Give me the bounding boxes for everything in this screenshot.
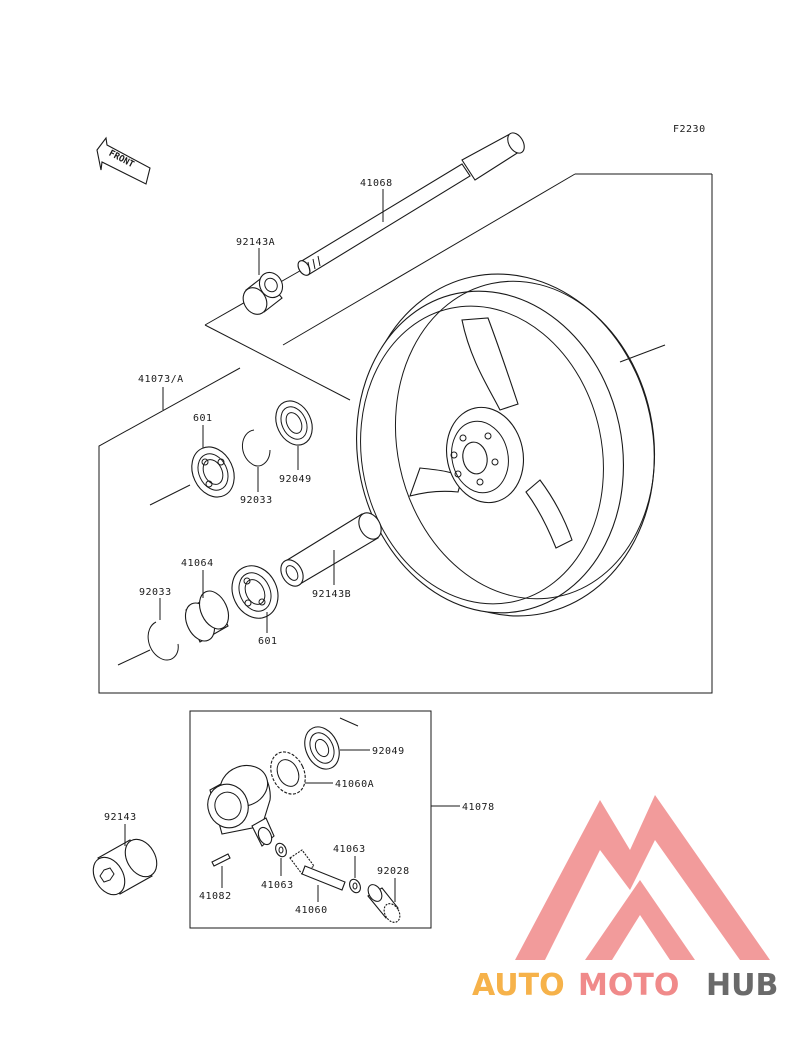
part-label-41073a: 41073/A	[138, 374, 184, 385]
figure-code: F2230	[673, 124, 706, 135]
part-label-41063-right: 41063	[333, 844, 366, 855]
part-label-92049-top: 92049	[279, 474, 312, 485]
part-label-92049-bottom: 92049	[372, 746, 405, 757]
part-label-41060a: 41060A	[335, 779, 374, 790]
collar-92143a	[242, 248, 284, 315]
part-label-92028: 92028	[377, 866, 410, 877]
circlip-92033-top	[242, 429, 271, 492]
svg-text:AUTO: AUTO	[472, 968, 565, 1003]
part-label-92143a: 92143A	[236, 237, 275, 248]
part-label-41060: 41060	[295, 905, 328, 916]
front-arrow-icon: FRONT	[96, 136, 151, 185]
watermark-logo	[515, 795, 770, 960]
bearing-601-top	[149, 425, 235, 506]
part-label-41082: 41082	[199, 891, 232, 902]
spacer-41064	[184, 570, 230, 643]
washer-41063-right	[349, 856, 361, 894]
svg-text:HUB: HUB	[706, 968, 778, 1003]
pinion-41060	[289, 849, 346, 902]
collar-92143	[92, 824, 158, 896]
part-label-41064: 41064	[181, 558, 214, 569]
part-label-41068: 41068	[360, 178, 393, 189]
part-label-92143b: 92143B	[312, 589, 351, 600]
collar-92143b	[280, 512, 382, 587]
oil-seal-92049-bottom	[304, 726, 370, 770]
part-label-92033-top: 92033	[240, 495, 273, 506]
gear-housing	[207, 764, 275, 847]
part-label-601-top: 601	[193, 413, 213, 424]
part-label-41063-left: 41063	[261, 880, 294, 891]
bearing-601-bottom	[231, 565, 279, 633]
wheel-rim	[356, 273, 666, 617]
pin-41082	[211, 853, 231, 888]
part-label-92143: 92143	[104, 812, 137, 823]
circlip-92033-bottom	[117, 598, 179, 666]
gear-box-group-frame	[189, 710, 460, 929]
watermark-text: AUTO MOTO HUB	[472, 968, 778, 1003]
part-label-41078: 41078	[462, 802, 495, 813]
axle-41068	[297, 132, 525, 276]
washer-41063-left	[275, 842, 287, 876]
oil-seal-92049-top	[275, 400, 313, 470]
svg-text:MOTO: MOTO	[578, 968, 679, 1003]
part-label-601-bottom: 601	[258, 636, 278, 647]
part-label-92033-bottom: 92033	[139, 587, 172, 598]
gear-41060a	[270, 751, 333, 795]
bushing-92028	[367, 878, 401, 923]
